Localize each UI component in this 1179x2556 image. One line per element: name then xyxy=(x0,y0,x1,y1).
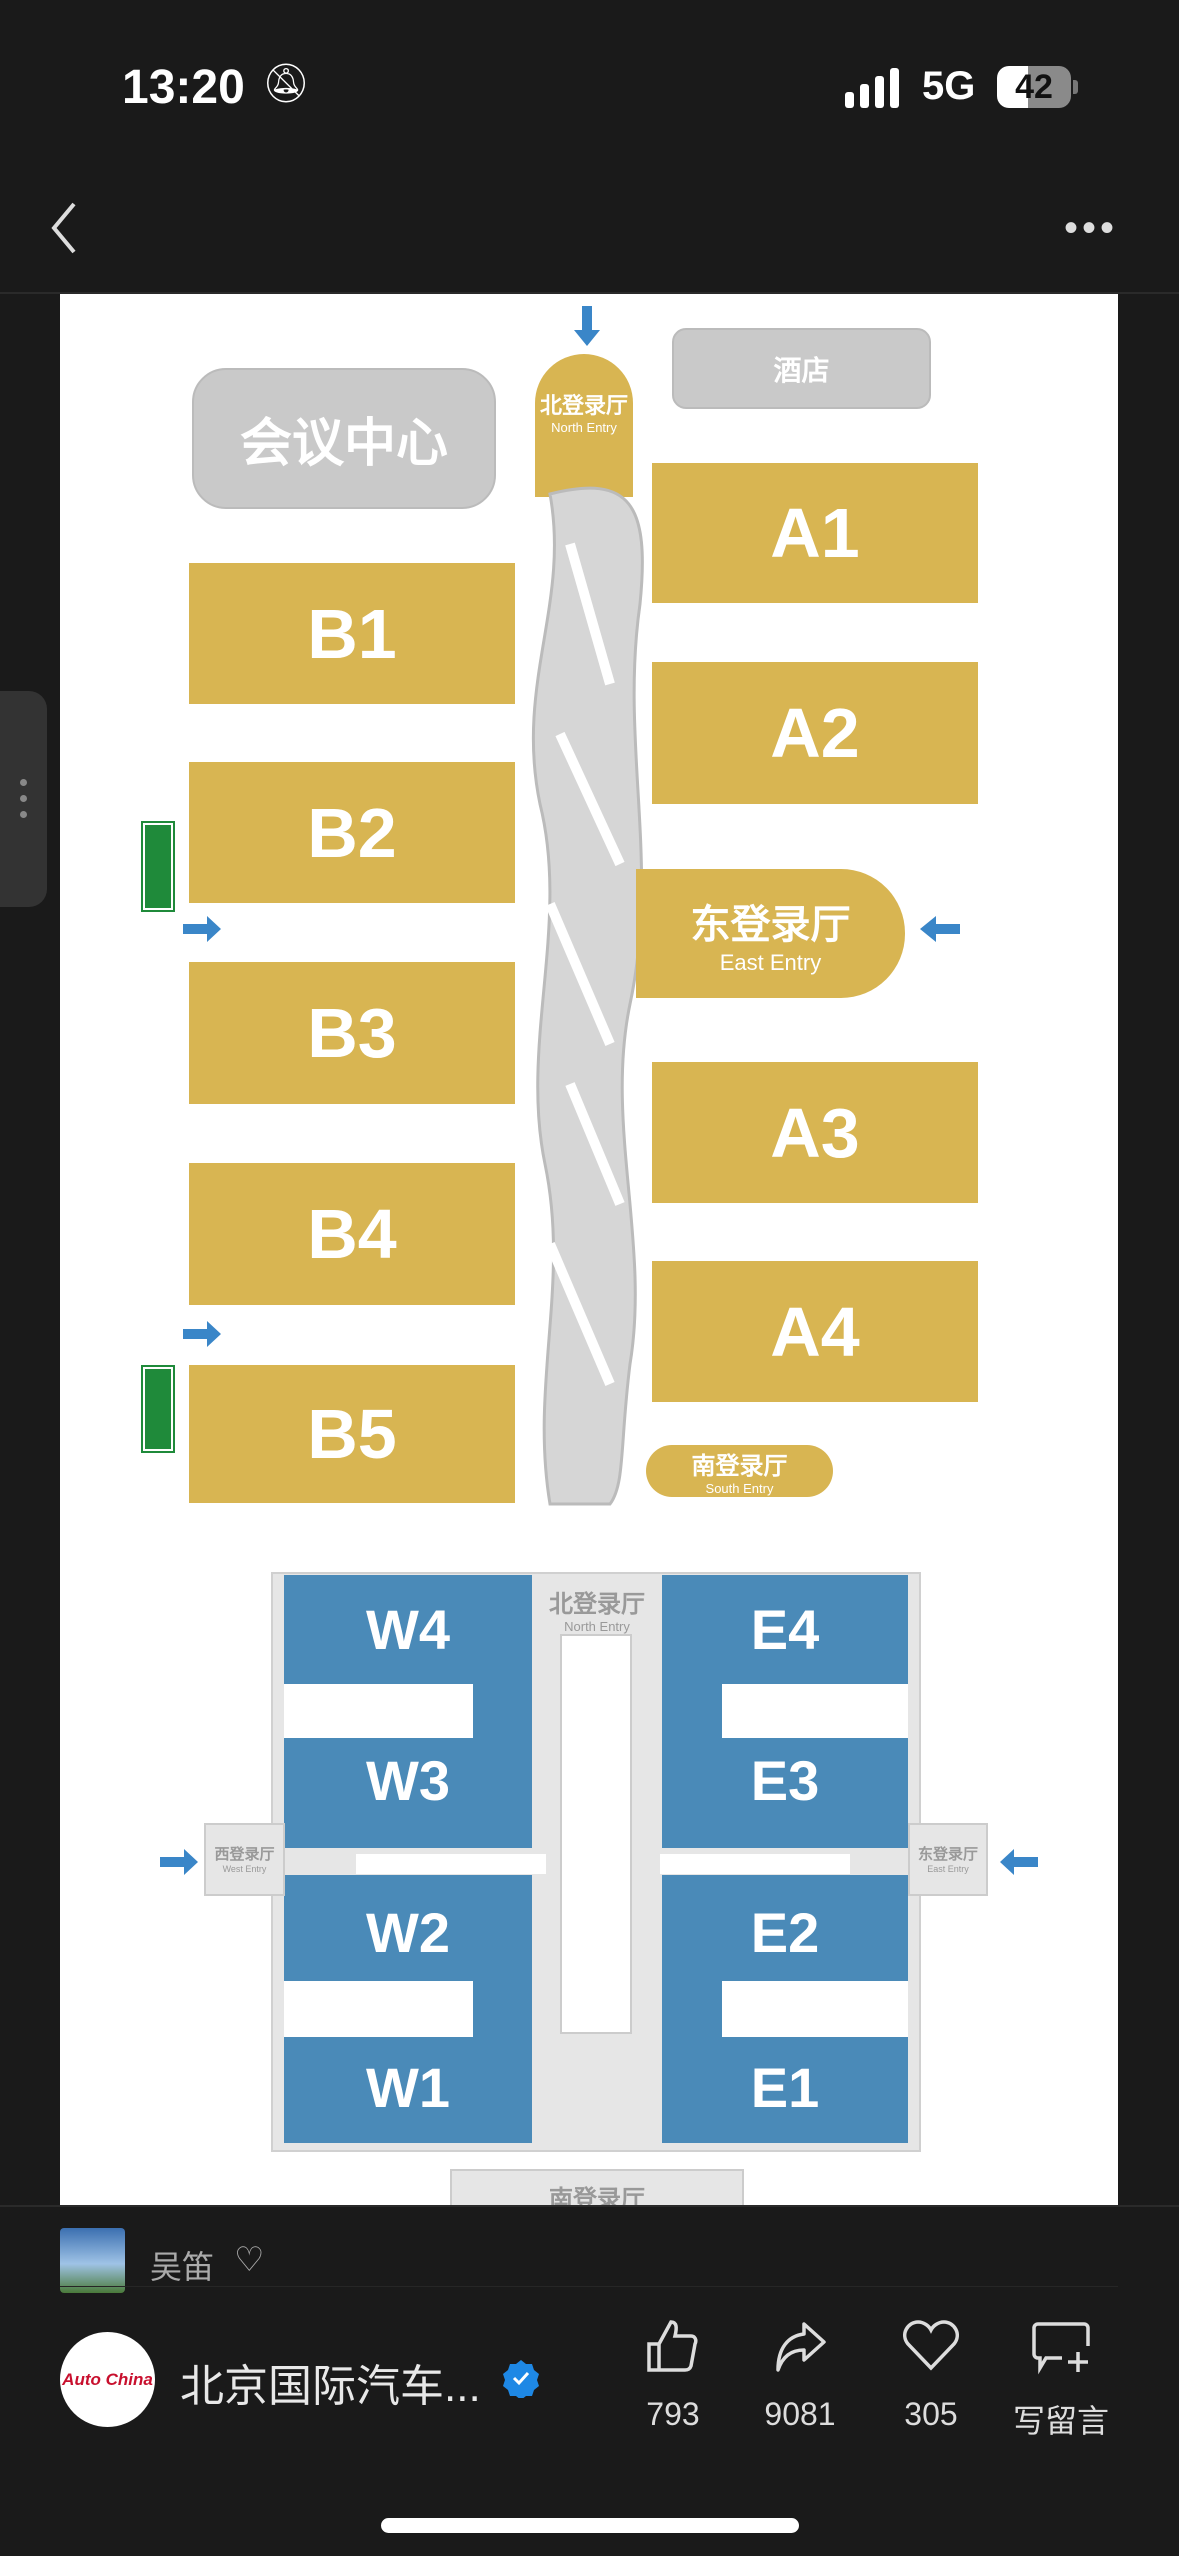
west-corridor xyxy=(356,1854,546,1874)
commenter-name[interactable]: 吴笛 xyxy=(150,2249,215,2285)
east-entry-top: 东登录厅 East Entry xyxy=(636,869,905,998)
west-entry-bottom: 西登录厅 West Entry xyxy=(204,1823,285,1896)
heart-icon[interactable] xyxy=(902,2320,960,2372)
network-type: 5G xyxy=(922,64,976,108)
hall-e4[interactable]: E4 xyxy=(750,1598,820,1661)
hall-w4-w3: W4 W3 xyxy=(284,1575,532,1848)
hall-e3[interactable]: E3 xyxy=(750,1749,820,1812)
hall-e2[interactable]: E2 xyxy=(750,1901,820,1964)
side-drawer-handle[interactable] xyxy=(0,691,47,907)
hall-w2[interactable]: W2 xyxy=(366,1901,450,1964)
south-entry-top: 南登录厅 South Entry xyxy=(646,1445,833,1497)
battery-cap xyxy=(1073,80,1078,94)
central-walkway xyxy=(531,486,644,1506)
arrow-right-icon xyxy=(183,1321,221,1347)
conference-center: 会议中心 xyxy=(192,368,496,509)
center-court xyxy=(560,1634,632,2034)
divider xyxy=(0,292,1179,294)
entry-cn: 东登录厅 xyxy=(917,1846,978,1863)
hall-e2-e1: E2 E1 xyxy=(662,1875,908,2143)
hall-w3[interactable]: W3 xyxy=(366,1749,450,1812)
hall-b2[interactable]: B2 xyxy=(189,762,515,903)
home-indicator[interactable] xyxy=(381,2518,799,2533)
hall-b5[interactable]: B5 xyxy=(189,1365,515,1503)
chevron-left-icon[interactable] xyxy=(48,200,88,256)
north-entry-bottom: 北登录厅 North Entry xyxy=(532,1584,662,1634)
ellipsis-icon[interactable]: ••• xyxy=(1064,206,1119,250)
comment-plus-icon[interactable] xyxy=(1032,2322,1090,2376)
hall-a2[interactable]: A2 xyxy=(652,662,978,804)
status-time: 13:20 xyxy=(122,61,245,114)
arrow-down-icon xyxy=(574,306,600,346)
divider xyxy=(0,2205,1179,2207)
entry-cn: 南登录厅 xyxy=(691,1453,788,1480)
entry-en: South Entry xyxy=(705,1481,774,1496)
like-count: 793 xyxy=(646,2396,700,2432)
author-name[interactable]: 北京国际汽车... xyxy=(180,2362,481,2411)
heart-icon[interactable]: ♡ xyxy=(234,2241,265,2279)
write-comment-label: 写留言 xyxy=(1012,2403,1109,2439)
b5-west-entry-sign xyxy=(141,1365,175,1453)
hall-b1[interactable]: B1 xyxy=(189,563,515,704)
arrow-right-icon xyxy=(183,916,221,942)
hall-a3[interactable]: A3 xyxy=(652,1062,978,1203)
verified-badge-icon xyxy=(503,2360,539,2398)
exhibition-map: 会议中心 酒店 北登录厅 North Entry A1 A2 东登录厅 East… xyxy=(60,294,1118,2205)
entry-en: East Entry xyxy=(719,949,822,975)
entry-en: North Entry xyxy=(564,1619,630,1634)
hall-b3[interactable]: B3 xyxy=(189,962,515,1104)
battery-icon: 42 xyxy=(997,66,1071,108)
entry-cn: 西登录厅 xyxy=(214,1846,275,1863)
hall-w2-w1: W2 W1 xyxy=(284,1875,532,2143)
hall-a1[interactable]: A1 xyxy=(652,463,978,603)
bell-slash-icon: 🔕︎ xyxy=(262,63,311,105)
hall-w1[interactable]: W1 xyxy=(366,2056,450,2119)
share-count: 9081 xyxy=(764,2396,836,2432)
east-entry-bottom: 东登录厅 East Entry xyxy=(908,1823,988,1896)
hall-e4-e3: E4 E3 xyxy=(662,1575,908,1848)
author-avatar[interactable]: Auto China xyxy=(60,2332,155,2427)
entry-cn: 北登录厅 xyxy=(539,393,628,418)
divider xyxy=(60,2286,1118,2287)
hotel: 酒店 xyxy=(672,328,931,409)
hall-e1[interactable]: E1 xyxy=(750,2056,820,2119)
south-entry-bottom: 南登录厅 xyxy=(450,2169,744,2205)
arrow-right-icon xyxy=(160,1849,198,1875)
hall-w4[interactable]: W4 xyxy=(366,1598,450,1661)
commenter-avatar[interactable] xyxy=(60,2228,125,2293)
favorite-count: 305 xyxy=(904,2396,958,2432)
arrow-left-icon xyxy=(920,916,960,942)
entry-cn: 北登录厅 xyxy=(549,1591,645,1618)
thumbs-up-icon[interactable] xyxy=(645,2318,701,2374)
b2-west-entry-sign xyxy=(141,821,175,912)
hall-b4[interactable]: B4 xyxy=(189,1163,515,1305)
entry-en: West Entry xyxy=(222,1864,267,1874)
entry-en: North Entry xyxy=(551,420,617,435)
north-entry-top: 北登录厅 North Entry xyxy=(535,354,633,497)
hall-a4[interactable]: A4 xyxy=(652,1261,978,1402)
arrow-left-icon xyxy=(1000,1849,1038,1875)
entry-cn: 东登录厅 xyxy=(690,902,851,947)
entry-en: East Entry xyxy=(927,1864,969,1874)
east-corridor xyxy=(660,1854,850,1874)
signal-icon xyxy=(845,68,899,108)
share-icon[interactable] xyxy=(772,2318,828,2374)
